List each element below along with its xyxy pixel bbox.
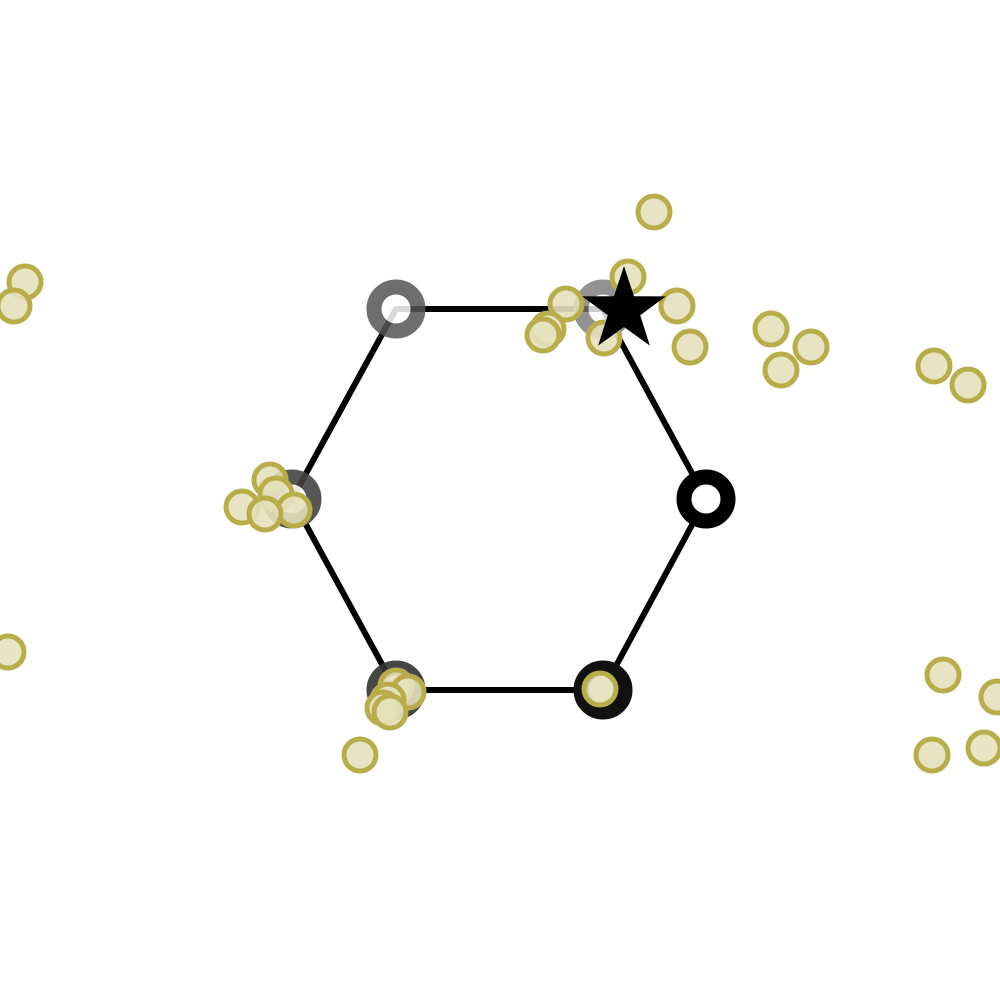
particle	[762, 351, 800, 389]
particle	[658, 287, 696, 325]
particle	[924, 656, 962, 694]
particle	[752, 310, 790, 348]
particle	[978, 678, 1000, 716]
hexagon-edge	[289, 306, 399, 502]
particle	[246, 495, 284, 533]
particle	[341, 736, 379, 774]
particle	[913, 736, 951, 774]
star-icon	[582, 266, 666, 346]
particle	[0, 287, 33, 325]
node-right[interactable]	[676, 469, 736, 529]
particle	[792, 328, 830, 366]
hexagon-nodes	[262, 279, 736, 720]
marker-layer	[582, 266, 666, 346]
particle	[635, 193, 673, 231]
particle	[965, 729, 1000, 767]
node-top-left[interactable]	[366, 279, 426, 339]
particle	[371, 693, 409, 731]
hexagon-edge	[289, 496, 399, 693]
particle	[524, 316, 562, 354]
particle	[949, 366, 987, 404]
hexagon-edges	[289, 306, 709, 693]
particle	[915, 347, 953, 385]
particle	[671, 328, 709, 366]
particle	[0, 633, 27, 671]
hexagon-edge	[600, 496, 709, 693]
particle	[581, 670, 619, 708]
particle-layer	[0, 193, 1000, 774]
particle	[547, 285, 585, 323]
